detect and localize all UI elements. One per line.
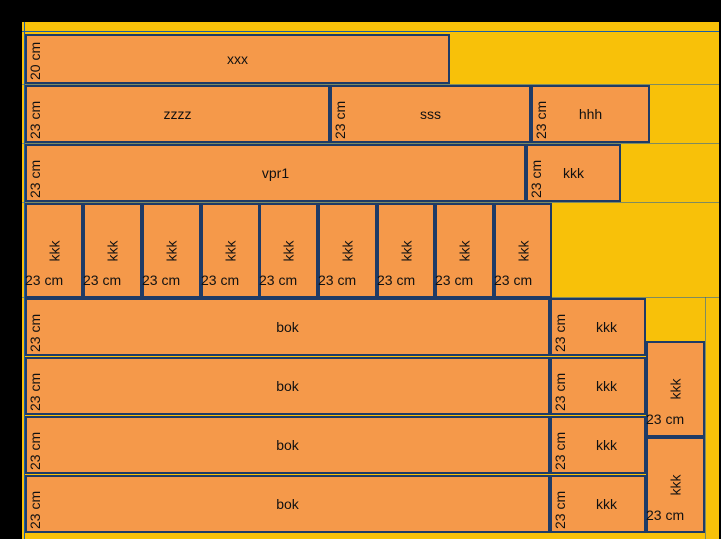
piece-dimension: 23 cm: [318, 272, 357, 288]
piece-dimension: 23 cm: [494, 272, 533, 288]
cut-piece-kkk-vertical: kkk 23 cm: [494, 203, 552, 298]
cut-piece-kkk: kkk 23 cm: [550, 298, 646, 356]
cut-piece-kkk-vertical: kkk 23 cm: [646, 437, 705, 533]
piece-dimension: 23 cm: [646, 507, 685, 523]
piece-dimension: 23 cm: [259, 272, 298, 288]
cut-piece-kkk: kkk 23 cm: [550, 416, 646, 474]
piece-dimension: 23 cm: [552, 490, 568, 529]
cut-piece-kkk-vertical: kkk 23 cm: [83, 203, 142, 298]
sheet-edge-line-left: [24, 22, 25, 539]
cut-piece-sss: sss 23 cm: [330, 85, 531, 143]
piece-dimension: 23 cm: [27, 159, 43, 198]
cut-piece-xxx: xxx 20 cm: [25, 34, 450, 84]
cut-piece-kkk-vertical: kkk 23 cm: [377, 203, 435, 298]
piece-dimension: 23 cm: [552, 431, 568, 470]
piece-name: bok: [276, 437, 299, 453]
cut-piece-kkk-vertical: kkk 23 cm: [435, 203, 494, 298]
piece-dimension: 23 cm: [25, 272, 64, 288]
piece-dimension: 23 cm: [552, 372, 568, 411]
piece-dimension: 23 cm: [201, 272, 240, 288]
piece-name: hhh: [578, 106, 603, 122]
cut-piece-bok: bok 23 cm: [25, 475, 550, 533]
sheet-edge-line-top: [22, 31, 719, 32]
cut-piece-kkk: kkk 23 cm: [526, 144, 621, 202]
cut-piece-kkk-vertical: kkk 23 cm: [142, 203, 201, 298]
cut-piece-kkk: kkk 23 cm: [550, 475, 646, 533]
cut-piece-bok: bok 23 cm: [25, 298, 550, 356]
guide-line: [22, 143, 719, 144]
piece-dimension: 23 cm: [142, 272, 181, 288]
piece-dimension: 23 cm: [552, 313, 568, 352]
piece-dimension: 23 cm: [528, 159, 544, 198]
piece-name: vpr1: [261, 165, 290, 181]
piece-name: bok: [276, 496, 299, 512]
piece-dimension: 23 cm: [27, 372, 43, 411]
cut-piece-kkk-vertical: kkk 23 cm: [25, 203, 83, 298]
cut-piece-kkk-vertical: kkk 23 cm: [318, 203, 377, 298]
cut-piece-kkk-vertical: kkk 23 cm: [201, 203, 260, 298]
piece-dimension: 20 cm: [27, 41, 43, 80]
piece-name: kkk: [596, 437, 617, 453]
piece-dimension: 23 cm: [27, 313, 43, 352]
piece-dimension: 23 cm: [27, 431, 43, 470]
piece-dimension: 23 cm: [646, 411, 685, 427]
piece-name: zzzz: [163, 106, 192, 122]
piece-dimension: 23 cm: [377, 272, 416, 288]
cut-piece-kkk-vertical: kkk 23 cm: [259, 203, 318, 298]
cut-piece-hhh: hhh 23 cm: [531, 85, 650, 143]
piece-dimension: 23 cm: [83, 272, 122, 288]
cut-piece-kkk-vertical: kkk 23 cm: [646, 341, 705, 437]
cut-piece-vpr1: vpr1 23 cm: [25, 144, 526, 202]
piece-name: sss: [420, 106, 441, 122]
cut-piece-bok: bok 23 cm: [25, 357, 550, 415]
piece-name: kkk: [596, 319, 617, 335]
piece-name: bok: [276, 378, 299, 394]
piece-dimension: 23 cm: [332, 100, 348, 139]
guide-line: [22, 202, 719, 203]
piece-name: kkk: [563, 165, 584, 181]
cut-piece-bok: bok 23 cm: [25, 416, 550, 474]
piece-name: kkk: [596, 496, 617, 512]
cut-piece-kkk: kkk 23 cm: [550, 357, 646, 415]
piece-dimension: 23 cm: [27, 490, 43, 529]
guide-line: [22, 84, 719, 85]
piece-dimension: 23 cm: [533, 100, 549, 139]
guide-line: [705, 297, 706, 539]
piece-name: bok: [276, 319, 299, 335]
piece-name: xxx: [227, 51, 248, 67]
piece-dimension: 23 cm: [435, 272, 474, 288]
cut-piece-zzzz: zzzz 23 cm: [25, 85, 330, 143]
piece-name: kkk: [596, 378, 617, 394]
piece-dimension: 23 cm: [27, 100, 43, 139]
